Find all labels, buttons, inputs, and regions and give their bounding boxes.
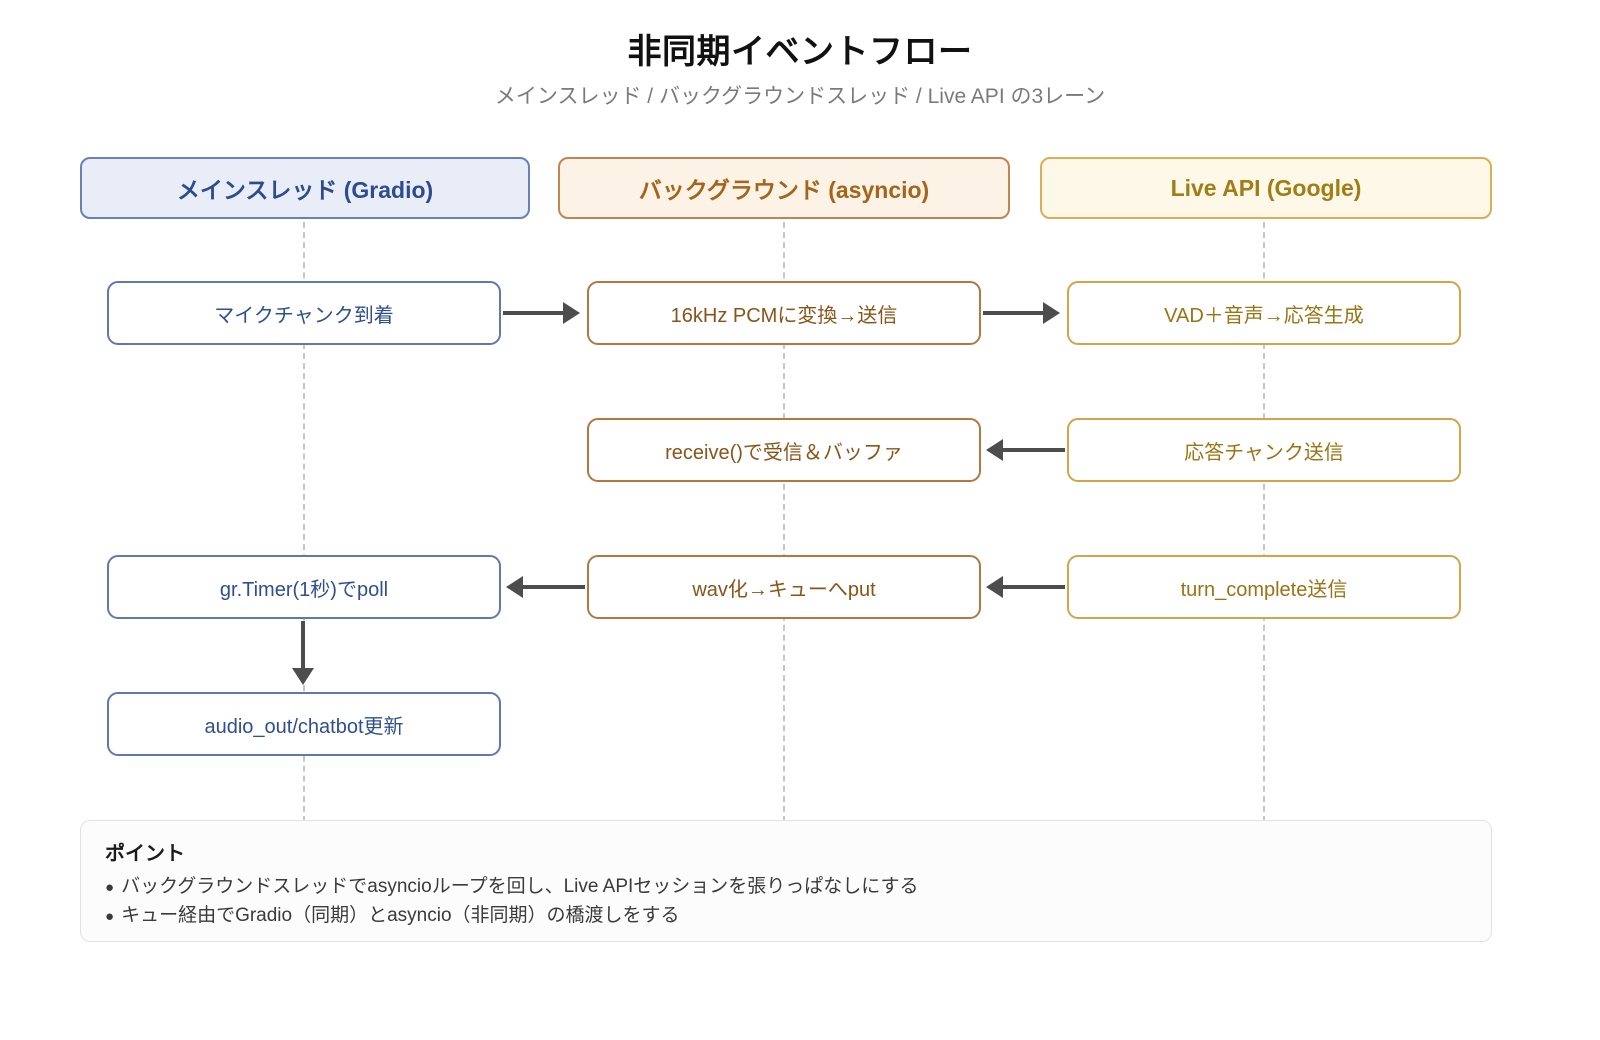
note-box: ポイント ● バックグラウンドスレッドでasyncioループを回し、Live A… bbox=[80, 820, 1492, 942]
lane-header-label: バックグラウンド (asyncio) bbox=[638, 177, 930, 203]
node-label: VAD＋音声→応答生成 bbox=[1164, 304, 1364, 327]
node-label: receive()で受信＆バッファ bbox=[665, 441, 903, 464]
note-item: ● キュー経由でGradio（同期）とasyncio（非同期）の橋渡しをする bbox=[105, 901, 1467, 930]
edge-timer-to-audio-out-arrowhead bbox=[292, 668, 314, 685]
edge-mic-to-pcm bbox=[503, 311, 565, 315]
page-title: 非同期イベントフロー bbox=[627, 33, 973, 71]
node-wav-queue-put[interactable]: wav化→キューへput bbox=[587, 555, 981, 619]
lane-header-live-api[interactable]: Live API (Google) bbox=[1040, 157, 1492, 219]
node-label: turn_complete送信 bbox=[1180, 578, 1348, 601]
bullet-icon: ● bbox=[105, 879, 115, 896]
node-audio-out-chatbot-update[interactable]: audio_out/chatbot更新 bbox=[107, 692, 501, 756]
node-response-chunk-send[interactable]: 応答チャンク送信 bbox=[1067, 418, 1461, 482]
edge-turn-to-wav-arrowhead bbox=[986, 576, 1003, 598]
edge-wav-to-timer-arrowhead bbox=[506, 576, 523, 598]
lifeline-main-thread bbox=[303, 222, 305, 822]
edge-timer-to-audio-out bbox=[301, 621, 305, 673]
node-label: gr.Timer(1秒)でpoll bbox=[219, 578, 389, 601]
node-vad-response-gen[interactable]: VAD＋音声→応答生成 bbox=[1067, 281, 1461, 345]
edge-turn-to-wav bbox=[1003, 585, 1065, 589]
bullet-icon: ● bbox=[105, 908, 115, 926]
node-pcm-convert-send[interactable]: 16kHz PCMに変換→送信 bbox=[587, 281, 981, 345]
node-receive-buffer[interactable]: receive()で受信＆バッファ bbox=[587, 418, 981, 482]
edge-pcm-to-vad-arrowhead bbox=[1043, 302, 1060, 324]
edge-pcm-to-vad bbox=[983, 311, 1045, 315]
lane-header-label: メインスレッド (Gradio) bbox=[176, 177, 434, 203]
lane-header-main-thread[interactable]: メインスレッド (Gradio) bbox=[80, 157, 530, 219]
lifeline-live-api bbox=[1263, 222, 1265, 822]
node-label: 応答チャンク送信 bbox=[1184, 441, 1344, 464]
note-title: ポイント bbox=[105, 843, 185, 865]
edge-chunk-to-receive bbox=[1003, 448, 1065, 452]
node-label: 16kHz PCMに変換→送信 bbox=[670, 304, 898, 327]
lane-header-label: Live API (Google) bbox=[1170, 174, 1362, 201]
edge-chunk-to-receive-arrowhead bbox=[986, 439, 1003, 461]
note-item-text: バックグラウンドスレッドでasyncioループを回し、Live APIセッション… bbox=[121, 876, 919, 897]
node-turn-complete-send[interactable]: turn_complete送信 bbox=[1067, 555, 1461, 619]
page-subtitle: メインスレッド / バックグラウンドスレッド / Live API の3レーン bbox=[494, 85, 1106, 108]
node-gr-timer-poll[interactable]: gr.Timer(1秒)でpoll bbox=[107, 555, 501, 619]
note-item-text: キュー経由でGradio（同期）とasyncio（非同期）の橋渡しをする bbox=[121, 905, 680, 927]
lifeline-background bbox=[783, 222, 785, 822]
node-mic-chunk-arrives[interactable]: マイクチャンク到着 bbox=[107, 281, 501, 345]
note-item: ● バックグラウンドスレッドでasyncioループを回し、Live APIセッシ… bbox=[105, 872, 1467, 901]
node-label: audio_out/chatbot更新 bbox=[204, 715, 404, 738]
lane-header-background[interactable]: バックグラウンド (asyncio) bbox=[558, 157, 1010, 219]
node-label: マイクチャンク到着 bbox=[214, 304, 394, 327]
node-label: wav化→キューへput bbox=[692, 578, 876, 601]
edge-wav-to-timer bbox=[523, 585, 585, 589]
edge-mic-to-pcm-arrowhead bbox=[563, 302, 580, 324]
